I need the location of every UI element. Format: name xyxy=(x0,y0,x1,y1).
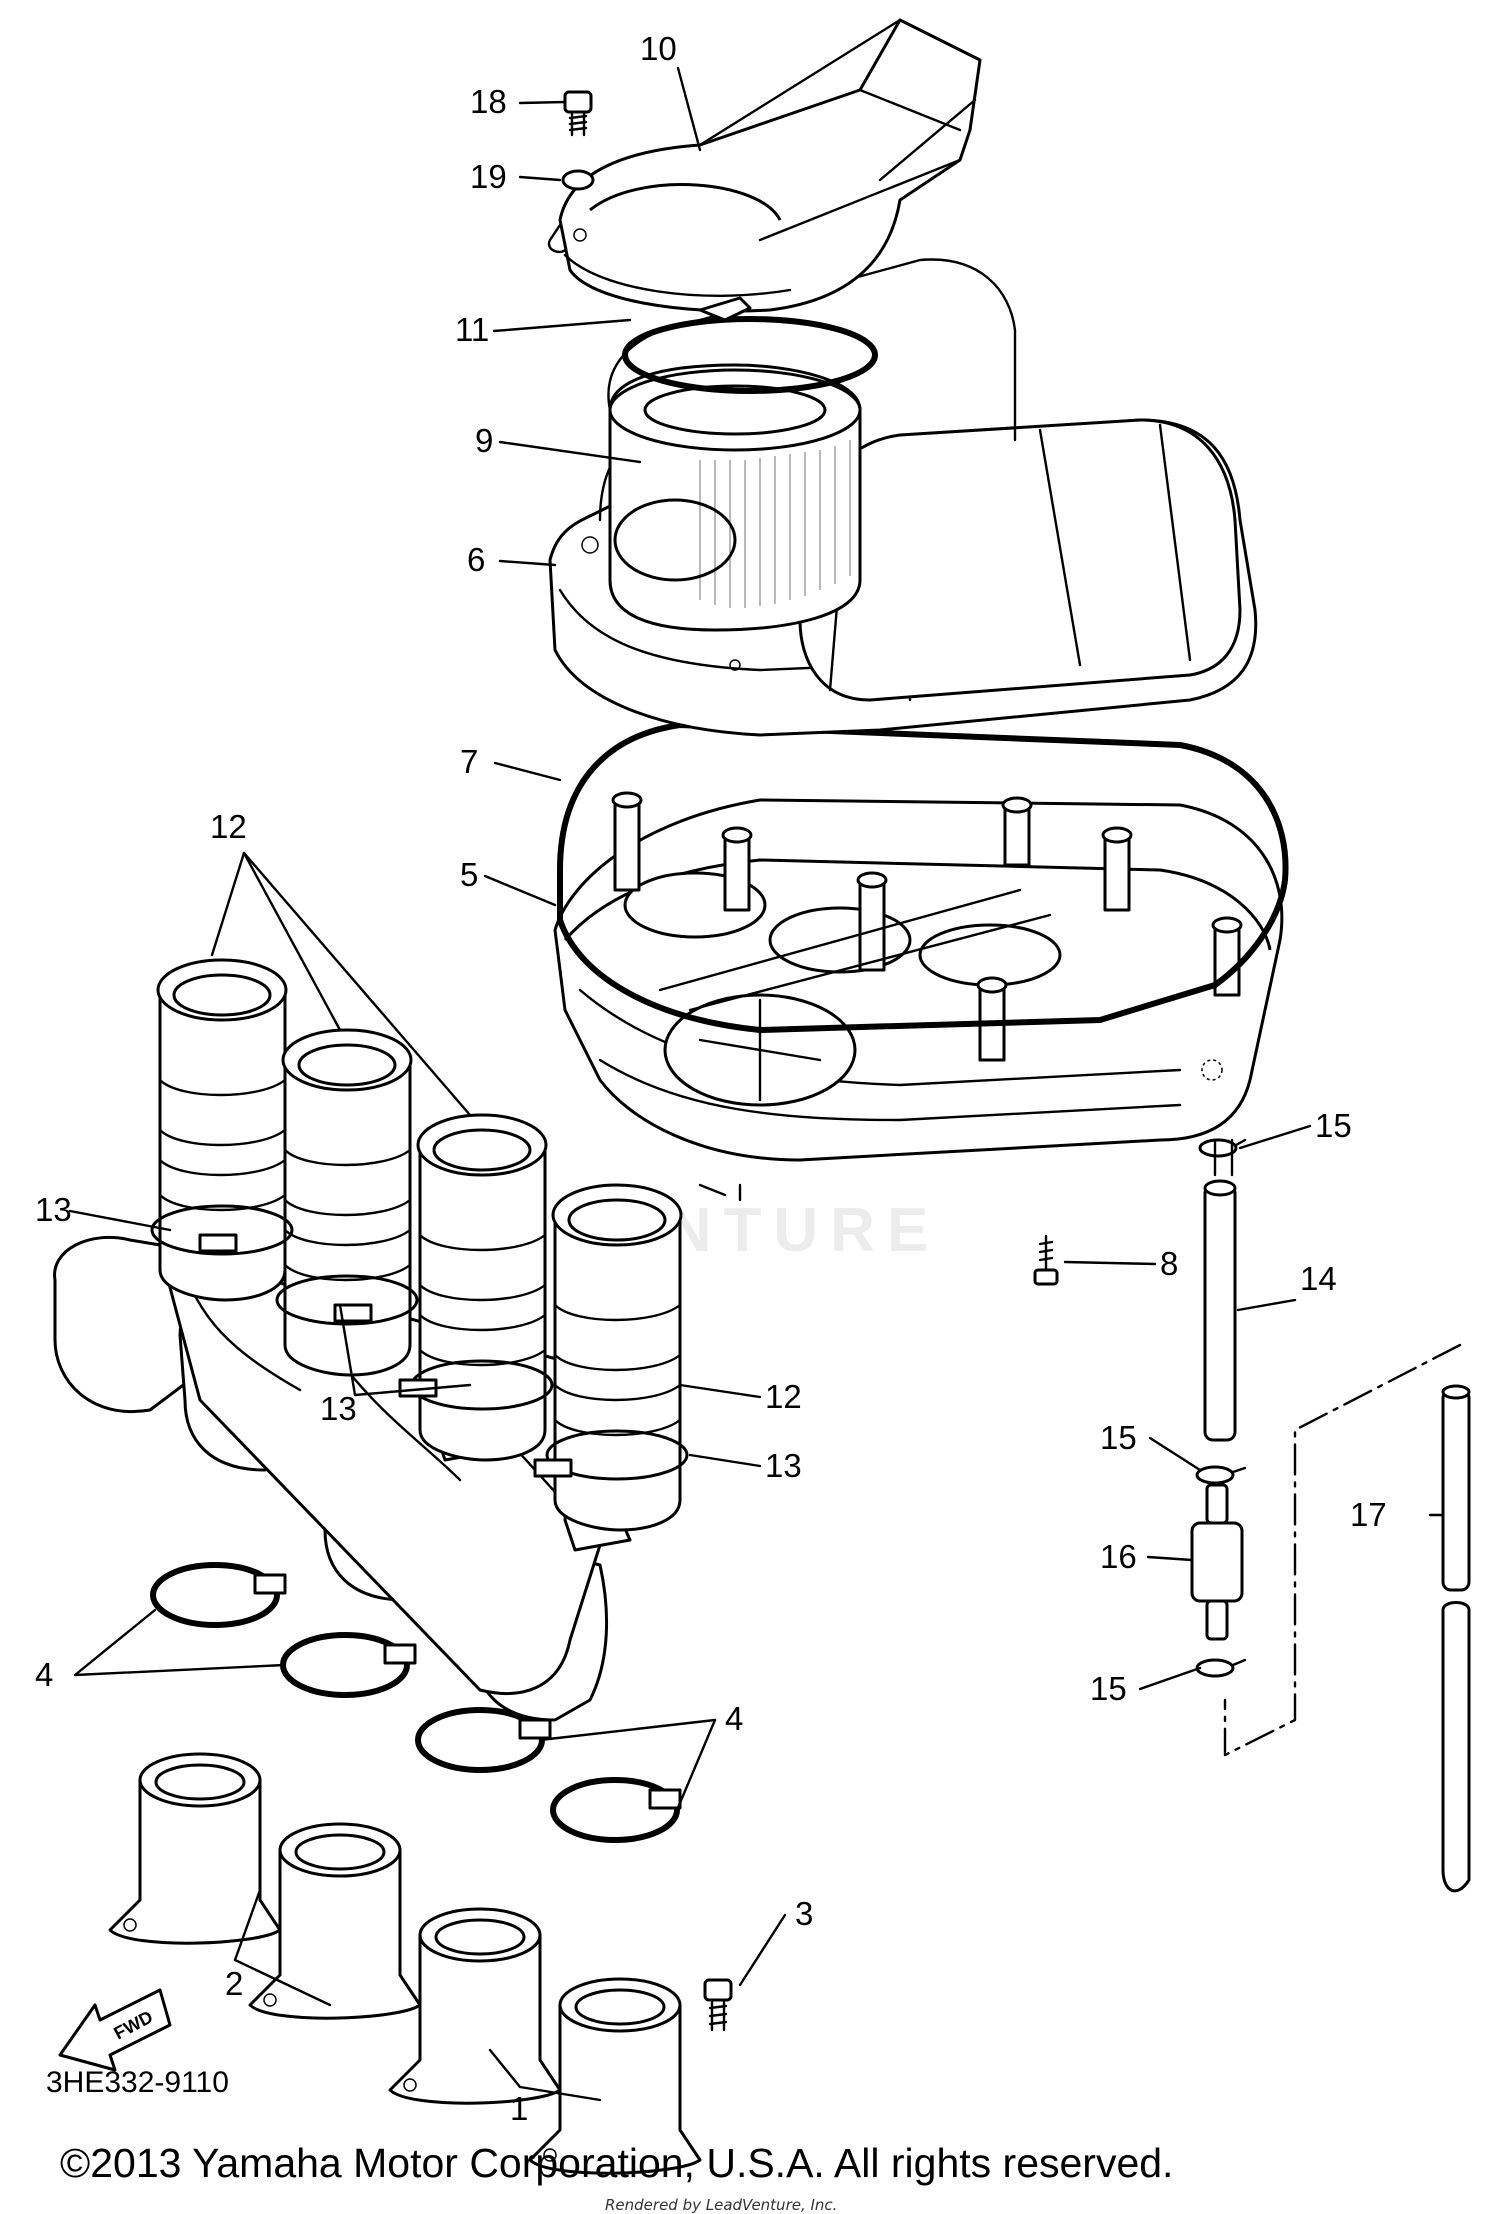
rendered-by-notice: Rendered by LeadVenture, Inc. xyxy=(605,2196,838,2214)
callout-13-right: 13 xyxy=(765,1447,802,1484)
callout-10: 10 xyxy=(640,30,677,67)
carb-manifolds xyxy=(108,1752,702,2175)
callout-16: 16 xyxy=(1100,1538,1137,1575)
screw-8 xyxy=(1033,1234,1059,1286)
air-filter-element xyxy=(608,363,862,632)
callout-15-top: 15 xyxy=(1315,1107,1352,1144)
washer-19 xyxy=(561,169,595,191)
fwd-arrow-icon: FWD xyxy=(58,1988,172,2072)
callout-18: 18 xyxy=(470,83,507,120)
o-ring xyxy=(622,316,878,394)
joint-16 xyxy=(1190,1483,1244,1641)
callout-numbers: 10 18 19 11 9 6 7 5 12 13 13 12 13 15 8 … xyxy=(35,30,1387,2127)
callout-15-bottom: 15 xyxy=(1090,1670,1127,1707)
callout-19: 19 xyxy=(470,158,507,195)
air-cleaner-case xyxy=(553,791,1284,1202)
callout-13-left: 13 xyxy=(35,1191,72,1228)
callout-4-right: 4 xyxy=(725,1700,743,1737)
case-gasket xyxy=(557,721,1289,1034)
callout-17: 17 xyxy=(1350,1496,1387,1533)
callout-15-middle: 15 xyxy=(1100,1419,1137,1456)
leader-lines xyxy=(68,66,1445,2102)
hose-routing-line xyxy=(1223,1343,1462,1757)
callout-11: 11 xyxy=(455,311,489,348)
bolt-18 xyxy=(563,90,593,137)
callout-6: 6 xyxy=(467,541,485,578)
callout-14: 14 xyxy=(1300,1260,1337,1297)
callout-9: 9 xyxy=(475,422,493,459)
copyright-notice: ©2013 Yamaha Motor Corporation, U.S.A. A… xyxy=(60,2140,1174,2186)
callout-12-upper: 12 xyxy=(210,808,247,845)
drain-hose-17 xyxy=(1441,1384,1471,1893)
screw-3 xyxy=(703,1978,733,2032)
callout-12-right: 12 xyxy=(765,1378,802,1415)
callout-3: 3 xyxy=(795,1895,813,1932)
carb-joints xyxy=(156,958,683,1532)
diagram-code: 3HE332-9110 xyxy=(46,2066,229,2099)
callout-7: 7 xyxy=(460,743,478,780)
callout-5: 5 xyxy=(460,856,478,893)
drain-hose-14 xyxy=(1203,1179,1237,1442)
clips-15 xyxy=(1195,1138,1247,1678)
callout-8: 8 xyxy=(1160,1245,1178,1282)
callout-13-middle: 13 xyxy=(320,1390,357,1427)
callout-1: 1 xyxy=(510,2090,528,2127)
callout-4-left: 4 xyxy=(35,1656,53,1693)
callout-2: 2 xyxy=(225,1965,243,2002)
air-cleaner-duct xyxy=(547,18,982,322)
